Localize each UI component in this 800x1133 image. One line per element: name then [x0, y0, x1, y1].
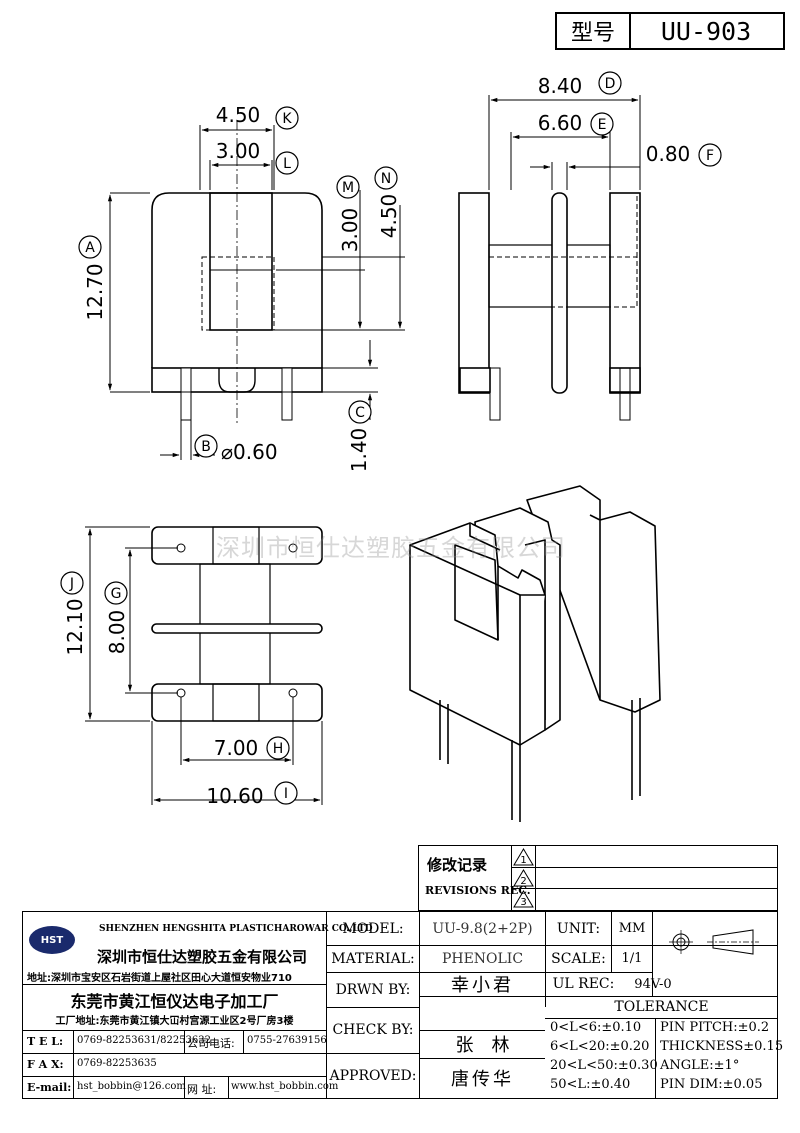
- email-label: E-mail:: [27, 1081, 72, 1094]
- revisions-title-cn: 修改记录: [427, 856, 488, 874]
- factory-name: 东莞市黄江恒仪达电子加工厂: [70, 992, 279, 1011]
- dim-value-a: 12.70: [83, 263, 107, 320]
- dim-value-c: 1.40: [347, 428, 371, 473]
- dim-label-j: J: [69, 576, 74, 592]
- material-value: PHENOLIC: [441, 950, 524, 967]
- tolerance-2: 6<L<20:±0.20: [550, 1039, 650, 1054]
- company-section: HST SHENZHEN HENGSHITA PLASTICHAROWAR CO…: [23, 912, 373, 984]
- dim-value-l: 3.00: [216, 139, 261, 163]
- dim-label-l: L: [283, 156, 291, 172]
- ul-value: 94V-0: [634, 976, 672, 992]
- dim-value-f: 0.80: [646, 142, 691, 166]
- title-block: HST SHENZHEN HENGSHITA PLASTICHAROWAR CO…: [22, 911, 783, 1099]
- dim-value-b: ⌀0.60: [221, 440, 278, 464]
- tolerance-right-4: PIN DIM:±0.05: [660, 1077, 763, 1092]
- tolerance-label: TOLERANCE: [614, 999, 709, 1015]
- revisions-table: 修改记录 REVISIONS REC. 1 2 3: [418, 845, 778, 911]
- dim-label-a: A: [85, 240, 95, 256]
- web-label: 网 址:: [187, 1083, 217, 1096]
- dim-value-j: 12.10: [63, 598, 87, 655]
- drawn-label: DRWN BY:: [335, 981, 411, 998]
- side-view: [458, 192, 641, 421]
- tel-value: 0769-82253631/82253632: [77, 1035, 211, 1046]
- ul-label: UL REC:: [552, 976, 615, 992]
- technical-drawing: A B C D E F G H I J K L M N 4.50 3.00 ⌀0…: [60, 71, 722, 822]
- dim-value-e: 6.60: [538, 111, 583, 135]
- tolerance-4: 50<L:±0.40: [550, 1077, 631, 1092]
- approved-value: 唐传华: [451, 1069, 514, 1090]
- model-value: UU-9.8(2+2P): [432, 920, 533, 937]
- check-value: 张 林: [455, 1035, 510, 1056]
- company-logo: HST: [29, 926, 75, 954]
- tolerance-right-2: THICKNESS±0.15: [660, 1039, 784, 1054]
- projection-symbol-icon: [669, 929, 759, 955]
- company-address: 地址:深圳市宝安区石岩街道上屋社区田心大道恒安物业710: [27, 973, 292, 984]
- email-value: hst_bobbin@126.com: [77, 1081, 186, 1092]
- isometric-view: [409, 485, 661, 822]
- tolerance-right-1: PIN PITCH:±0.2: [660, 1020, 770, 1035]
- scale-label: SCALE:: [551, 950, 606, 967]
- company-name-en: SHENZHEN HENGSHITA PLASTICHAROWAR CO.,LT…: [99, 924, 373, 934]
- revisions-title-en: REVISIONS REC.: [425, 884, 531, 897]
- model-label: MODEL:: [342, 920, 404, 937]
- company-phone-label: 公司电话:: [187, 1037, 235, 1050]
- revision-mark-2: 2: [520, 876, 526, 887]
- dim-value-n: 4.50: [377, 194, 401, 239]
- unit-label: UNIT:: [556, 920, 601, 937]
- dim-label-k: K: [282, 111, 292, 127]
- tolerance-right-3: ANGLE:±1°: [660, 1058, 740, 1073]
- material-label: MATERIAL:: [331, 950, 415, 967]
- dim-label-b: B: [201, 439, 211, 455]
- type-label: 型号: [557, 14, 631, 48]
- fax-label: F A X:: [27, 1058, 64, 1071]
- dim-label-g: G: [111, 586, 122, 602]
- front-view: [151, 120, 323, 425]
- dim-value-g: 8.00: [105, 610, 129, 655]
- header-box: 型号 UU-903: [555, 12, 785, 50]
- watermark: 深圳市恒仕达塑胶五金有限公司: [216, 534, 566, 562]
- approved-label: APPROVED:: [329, 1067, 417, 1084]
- dim-label-m: M: [342, 180, 354, 196]
- dim-value-d: 8.40: [538, 74, 583, 98]
- dim-label-n: N: [381, 171, 391, 187]
- web-value: www.hst_bobbin.com: [231, 1081, 339, 1092]
- tolerance-3: 20<L<50:±0.30: [550, 1058, 658, 1073]
- dim-value-m: 3.00: [338, 208, 362, 253]
- company-name-cn: 深圳市恒仕达塑胶五金有限公司: [97, 948, 308, 966]
- dim-label-f: F: [706, 148, 714, 164]
- dim-label-i: I: [284, 786, 288, 802]
- tel-label: T E L:: [27, 1035, 64, 1048]
- dim-value-i: 10.60: [206, 784, 263, 808]
- model-code: UU-903: [660, 16, 752, 46]
- fax-value: 0769-82253635: [77, 1058, 157, 1069]
- tolerance-1: 0<L<6:±0.10: [550, 1020, 642, 1035]
- revision-mark-3: 3: [520, 897, 526, 908]
- dim-label-e: E: [598, 117, 607, 133]
- dim-value-k: 4.50: [216, 103, 261, 127]
- factory-address: 工厂地址:东莞市黄江镇大冚村宫源工业区2号厂房3楼: [55, 1016, 294, 1027]
- check-label: CHECK BY:: [332, 1022, 414, 1038]
- unit-value: MM: [618, 921, 646, 936]
- logo-text: HST: [40, 934, 64, 946]
- drawn-value: 幸小君: [451, 975, 514, 996]
- company-phone-value: 0755-27639156: [247, 1035, 327, 1046]
- dim-value-h: 7.00: [214, 736, 259, 760]
- scale-value: 1/1: [621, 951, 643, 966]
- dim-label-h: H: [273, 741, 284, 757]
- bottom-view: [151, 526, 323, 722]
- dim-label-d: D: [605, 76, 616, 92]
- revision-mark-1: 1: [520, 855, 526, 866]
- dim-label-c: C: [355, 405, 365, 421]
